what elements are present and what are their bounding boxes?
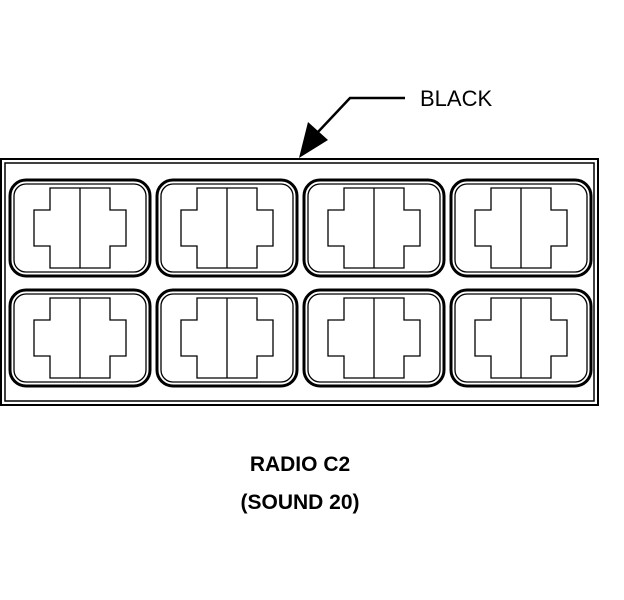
cavity-cross [180, 297, 274, 379]
callout-arrowhead [299, 122, 328, 158]
cavity-outline-inner [13, 293, 147, 383]
cavity-outline-outer [8, 288, 152, 388]
cavity-cross [327, 187, 421, 269]
cavity [8, 178, 152, 278]
cavity-outline-inner [307, 293, 441, 383]
cavity [302, 178, 446, 278]
cavity [155, 288, 299, 388]
cavity [8, 288, 152, 388]
connector-housing-inner [4, 162, 595, 402]
cavity-cross [474, 187, 568, 269]
cavity-outline-outer [449, 288, 593, 388]
cavity-outline-outer [155, 178, 299, 278]
cavity-outline-inner [307, 183, 441, 273]
cavity-outline-outer [302, 288, 446, 388]
connector-subtitle: (SOUND 20) [240, 491, 360, 514]
cavity-outline-inner [160, 293, 294, 383]
cavity-outline-inner [454, 293, 588, 383]
cavity-cross [180, 187, 274, 269]
cavity-outline-outer [8, 178, 152, 278]
cavity-cross [33, 187, 127, 269]
cavity [449, 178, 593, 278]
cavity [155, 178, 299, 278]
connector-housing-outer [0, 158, 599, 406]
cavity-cross [327, 297, 421, 379]
connector-name: RADIO C2 [249, 453, 351, 476]
callout-leader [317, 96, 405, 133]
cavity-outline-inner [13, 183, 147, 273]
cavity [302, 288, 446, 388]
cavity-cross [33, 297, 127, 379]
cavity-outline-outer [155, 288, 299, 388]
cavity-outline-outer [302, 178, 446, 278]
cavity-outline-outer [449, 178, 593, 278]
connector-cavities [8, 178, 593, 388]
cavity-outline-inner [454, 183, 588, 273]
callout-label-black: BLACK [420, 86, 493, 111]
cavity-outline-inner [160, 183, 294, 273]
cavity-cross [474, 297, 568, 379]
callout-line [317, 96, 405, 133]
cavity [449, 288, 593, 388]
